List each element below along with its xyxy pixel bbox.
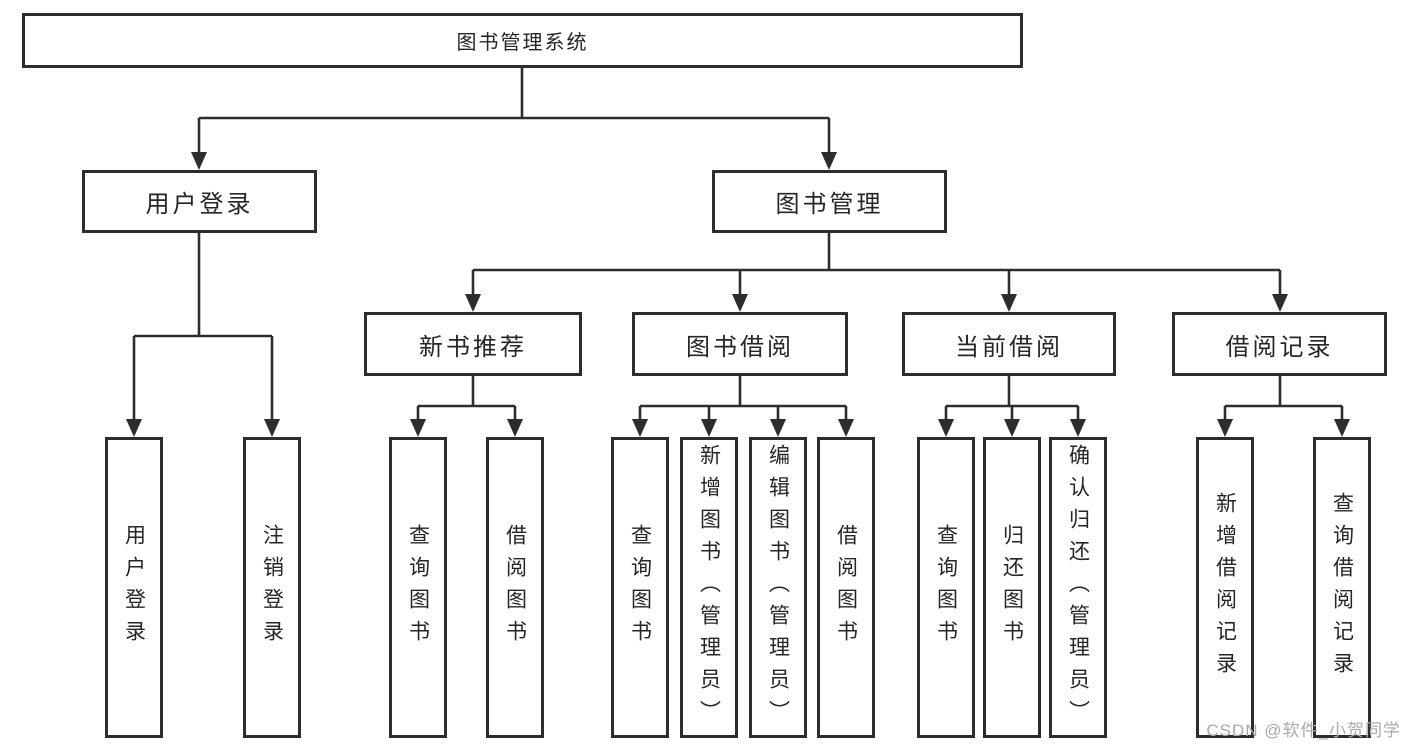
- leaf-query-books-borrowing-label: 查询图书: [628, 523, 652, 652]
- leaf-logout-label: 注销登录: [260, 523, 284, 652]
- leaf-edit-book-admin-label: 编辑图书（管理员）: [766, 443, 790, 732]
- leaf-return-books-label: 归还图书: [1000, 523, 1024, 652]
- node-user-login-label: 用户登录: [145, 191, 254, 218]
- csdn-watermark: CSDN @软件_小贺同学: [1206, 721, 1401, 740]
- leaf-query-borrow-record: 查询借阅记录: [1313, 437, 1371, 738]
- node-borrowing-records-label: 借阅记录: [1225, 333, 1334, 361]
- leaf-borrow-books-recommend-label: 借阅图书: [503, 523, 527, 652]
- leaf-add-book-admin-label: 新增图书（管理员）: [697, 443, 721, 732]
- node-borrowing-records: 借阅记录: [1172, 312, 1387, 376]
- leaf-add-book-admin: 新增图书（管理员）: [680, 437, 738, 738]
- leaf-query-books-recommend-label: 查询图书: [406, 523, 430, 652]
- node-current-borrowing: 当前借阅: [902, 312, 1116, 376]
- leaf-return-books: 归还图书: [983, 437, 1041, 738]
- node-new-book-recommend: 新书推荐: [364, 312, 582, 376]
- leaf-query-books-borrowing: 查询图书: [611, 437, 669, 738]
- leaf-user-login: 用户登录: [105, 437, 163, 738]
- leaf-edit-book-admin: 编辑图书（管理员）: [749, 437, 807, 738]
- node-book-borrowing-label: 图书借阅: [686, 333, 794, 361]
- leaf-borrow-books-label: 借阅图书: [834, 523, 858, 652]
- leaf-query-books-recommend: 查询图书: [389, 437, 447, 738]
- leaf-borrow-books-recommend: 借阅图书: [486, 437, 544, 738]
- node-current-borrowing-label: 当前借阅: [955, 333, 1063, 361]
- leaf-add-borrow-record-label: 新增借阅记录: [1213, 491, 1237, 684]
- leaf-query-borrow-record-label: 查询借阅记录: [1330, 491, 1354, 684]
- node-library-system-label: 图书管理系统: [456, 32, 589, 54]
- node-new-book-recommend-label: 新书推荐: [419, 333, 527, 361]
- leaf-borrow-books: 借阅图书: [817, 437, 875, 738]
- node-book-borrowing: 图书借阅: [632, 312, 848, 376]
- leaf-user-login-label: 用户登录: [122, 523, 146, 652]
- node-library-system: 图书管理系统: [22, 13, 1023, 68]
- leaf-add-borrow-record: 新增借阅记录: [1196, 437, 1254, 738]
- leaf-query-books-current-label: 查询图书: [934, 523, 958, 652]
- leaf-confirm-return-admin-label: 确认归还（管理员）: [1066, 443, 1090, 732]
- node-book-management-label: 图书管理: [775, 191, 884, 218]
- node-book-management: 图书管理: [712, 170, 947, 233]
- node-user-login: 用户登录: [82, 170, 317, 233]
- leaf-confirm-return-admin: 确认归还（管理员）: [1049, 437, 1107, 738]
- leaf-logout: 注销登录: [243, 437, 301, 738]
- leaf-query-books-current: 查询图书: [917, 437, 975, 738]
